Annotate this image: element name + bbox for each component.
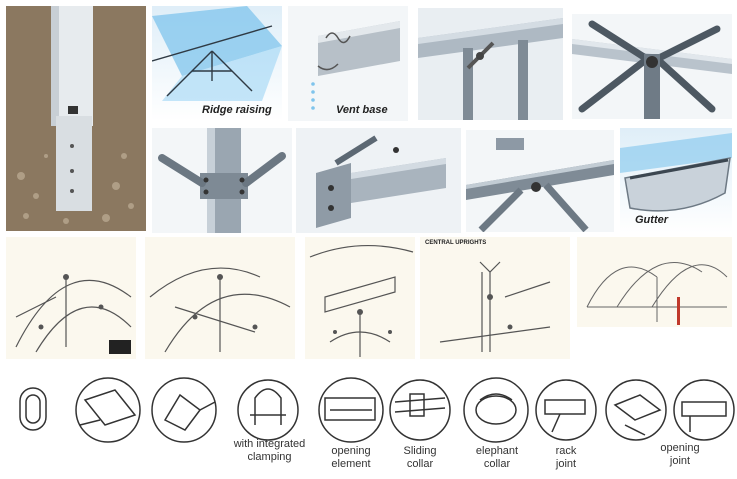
gutter-render: Gutter	[620, 128, 732, 233]
beam-bracket-render	[296, 128, 461, 233]
caption-gutter: Gutter	[635, 214, 668, 226]
joint-icons-svg	[19, 377, 735, 443]
opening-element-icon	[318, 377, 384, 443]
joint-icons-row: with integrated clamping opening element…	[0, 370, 737, 479]
caption-ridge-raising: Ridge raising	[202, 104, 272, 116]
rack-joint-icon	[535, 379, 597, 441]
opening-joint-icon-1	[605, 379, 667, 441]
post-collar-render	[152, 128, 292, 233]
tunnel-overview-sketch	[577, 237, 732, 327]
joint-label-opening-element: opening element	[331, 445, 371, 470]
oval-link-icon	[19, 387, 47, 431]
truss-junction-render	[572, 14, 732, 119]
central-uprights-heading: CENTRAL UPRIGHTS	[425, 240, 487, 246]
joint-label-elephant-collar: elephant collar	[475, 445, 519, 470]
arch-frame-sketch-1	[6, 237, 136, 359]
post-base-photo	[6, 6, 146, 231]
opening-joint-icon-2	[673, 379, 735, 441]
gutter-assembly-sketch	[305, 237, 415, 359]
elephant-collar-icon	[463, 377, 529, 443]
ridge-raising-render: Ridge raising	[152, 6, 282, 121]
vent-base-render: Vent base	[288, 6, 408, 121]
joint-label-opening-joint: opening joint	[660, 442, 700, 467]
arch-frame-sketch-2	[145, 237, 295, 359]
central-uprights-sketch: CENTRAL UPRIGHTS	[420, 237, 570, 359]
joint-label-rack-joint: rack joint	[555, 445, 577, 470]
sleeve-joint-icon	[75, 377, 141, 443]
joint-label-integrated-clamping: with integrated clamping	[233, 438, 306, 463]
joint-label-sliding-collar: Sliding collar	[403, 445, 437, 470]
rafter-clamp-render	[466, 130, 614, 232]
caption-vent-base: Vent base	[336, 104, 388, 116]
gutter-beam-render	[418, 8, 563, 120]
corner-joint-icon	[151, 377, 217, 443]
integrated-clamp-icon	[237, 379, 299, 441]
sliding-collar-icon	[389, 379, 451, 441]
